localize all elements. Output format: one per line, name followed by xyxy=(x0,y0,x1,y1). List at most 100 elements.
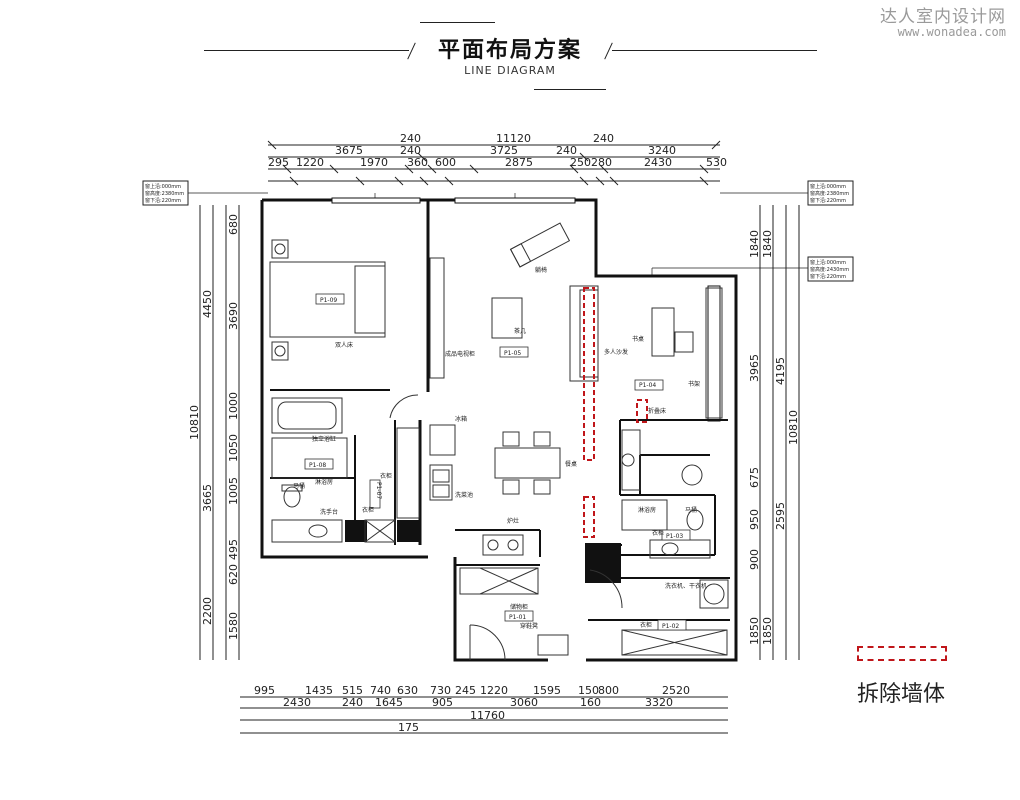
dim-bot-r2-4: 3060 xyxy=(510,696,538,709)
label-fridge: 冰箱 xyxy=(455,415,467,423)
label-laundry: 洗衣机、干衣机 xyxy=(665,582,707,590)
title-line-left xyxy=(204,50,409,51)
win-rm-1: 窗高度:2430mm xyxy=(810,266,849,273)
dim-top-r3-5: 2875 xyxy=(505,156,533,169)
dim-left-i5: 495 xyxy=(227,539,240,560)
dim-bot-r1-2: 515 xyxy=(342,684,363,697)
dim-top-r2-3: 240 xyxy=(556,144,577,157)
dim-bot-r1-8: 1595 xyxy=(533,684,561,697)
dim-bot-r2-2: 1645 xyxy=(375,696,403,709)
label-bathtub: 独立浴缸 xyxy=(312,435,336,443)
label-closet-1: 衣柜 xyxy=(362,506,374,514)
tag-bath2: P1-03 xyxy=(666,533,683,540)
tag-bedroom2: P1-02 xyxy=(662,623,679,630)
label-shoe-bench: 穿鞋凳 xyxy=(520,622,538,630)
win-rm-0: 窗上沿:000mm xyxy=(810,259,846,266)
win-rt-2: 窗下沿:220mm xyxy=(810,197,846,204)
dim-top-r2-1: 240 xyxy=(400,144,421,157)
label-lounge: 躺椅 xyxy=(535,266,547,274)
dim-left-o0: 4450 xyxy=(201,290,214,318)
dim-bot-extra: 175 xyxy=(398,721,419,734)
dim-bot-r2-0: 2430 xyxy=(283,696,311,709)
dim-bot-r2-1: 240 xyxy=(342,696,363,709)
dim-top-r3-6: 250 xyxy=(570,156,591,169)
dim-bot-r1-9: 150 xyxy=(578,684,599,697)
legend-label: 拆除墙体 xyxy=(857,682,946,707)
win-rt-0: 窗上沿:000mm xyxy=(810,183,846,190)
label-desk: 书桌 xyxy=(632,335,644,343)
dim-right-i2: 675 xyxy=(748,467,761,488)
dim-top-r3-1: 1220 xyxy=(296,156,324,169)
dim-top-r2-2: 3725 xyxy=(490,144,518,157)
dim-bot-r1-4: 630 xyxy=(397,684,418,697)
win-rm-2: 窗下沿:220mm xyxy=(810,273,846,280)
dim-bot-r1-1: 1435 xyxy=(305,684,333,697)
dim-right-o2: 2595 xyxy=(774,502,787,530)
dim-bot-r1-10: 800 xyxy=(598,684,619,697)
dim-left-i1: 3690 xyxy=(227,302,240,330)
win-left-1: 窗高度:2380mm xyxy=(145,190,184,197)
label-folding-bed: 折叠床 xyxy=(648,407,666,415)
dim-top-r3-9: 530 xyxy=(706,156,727,169)
page-subtitle: LINE DIAGRAM xyxy=(464,64,556,77)
tag-closet: P1-07 xyxy=(375,482,382,499)
title-underline-bottom xyxy=(534,89,606,90)
dim-left-o1: 3665 xyxy=(201,484,214,512)
page-title: 平面布局方案 xyxy=(437,38,582,63)
dim-right-total: 10810 xyxy=(787,410,800,445)
label-closet-2: 衣柜 xyxy=(380,472,392,480)
dim-right-i0: 1840 xyxy=(748,230,761,258)
dim-left-o2: 2200 xyxy=(201,597,214,625)
dim-bot-r1-6: 245 xyxy=(455,684,476,697)
dim-bot-total: 11760 xyxy=(470,709,505,722)
dim-top-r3-2: 1970 xyxy=(360,156,388,169)
dim-left-i4: 1005 xyxy=(227,477,240,505)
dim-top-total: 11120 xyxy=(496,132,531,145)
label-bath2-closet: 衣柜 xyxy=(652,529,664,537)
win-rt-1: 窗高度:2380mm xyxy=(810,190,849,197)
dim-top-r3-3: 360 xyxy=(407,156,428,169)
dim-bot-r1-5: 730 xyxy=(430,684,451,697)
dim-bot-r2-3: 905 xyxy=(432,696,453,709)
tag-entry: P1-01 xyxy=(509,614,526,621)
win-left-0: 窗上沿:000mm xyxy=(145,183,181,190)
dim-top-r1-0: 240 xyxy=(400,132,421,145)
label-bath2-toilet: 马桶 xyxy=(685,506,697,514)
title-line-right xyxy=(612,50,817,51)
dim-bot-r2-6: 3320 xyxy=(645,696,673,709)
label-tea: 茶几 xyxy=(514,327,526,335)
label-dining: 餐桌 xyxy=(565,460,577,468)
dim-right-o1: 4195 xyxy=(774,357,787,385)
label-sink: 洗菜池 xyxy=(455,491,473,499)
dim-right-i5: 1850 xyxy=(748,617,761,645)
dim-top-r3-7: 280 xyxy=(591,156,612,169)
dim-left-i6: 620 xyxy=(227,564,240,585)
dim-top-r3-4: 600 xyxy=(435,156,456,169)
label-shoe-cabinet: 储物柜 xyxy=(510,603,528,611)
dim-bot-r2-5: 160 xyxy=(580,696,601,709)
label-double-bed: 双人床 xyxy=(335,341,353,349)
dim-top-r3-8: 2430 xyxy=(644,156,672,169)
dim-bot-r1-0: 995 xyxy=(254,684,275,697)
dim-left-i0: 680 xyxy=(227,214,240,235)
tag-study: P1-04 xyxy=(639,382,656,389)
dim-right-o3: 1850 xyxy=(761,617,774,645)
dim-right-o0: 1840 xyxy=(761,230,774,258)
dim-top-r3-0: 295 xyxy=(268,156,289,169)
dim-bot-r1-11: 2520 xyxy=(662,684,690,697)
watermark-brand: 达人室内设计网 xyxy=(880,7,1006,27)
label-toilet: 马桶 xyxy=(293,482,305,490)
title-underline-top xyxy=(420,22,495,23)
demolished-wall-1 xyxy=(583,287,595,461)
dim-right-i3: 950 xyxy=(748,509,761,530)
dim-left-i3: 1050 xyxy=(227,434,240,462)
dim-left-i7: 1580 xyxy=(227,612,240,640)
dim-top-r2-4: 3240 xyxy=(648,144,676,157)
demolished-wall-2 xyxy=(636,399,648,423)
dim-top-r1-1: 240 xyxy=(593,132,614,145)
label-vanity: 洗手台 xyxy=(320,508,338,516)
demolished-wall-3 xyxy=(583,496,595,538)
tag-living: P1-05 xyxy=(504,350,521,357)
label-tv: 成品电视柜 xyxy=(445,350,475,358)
